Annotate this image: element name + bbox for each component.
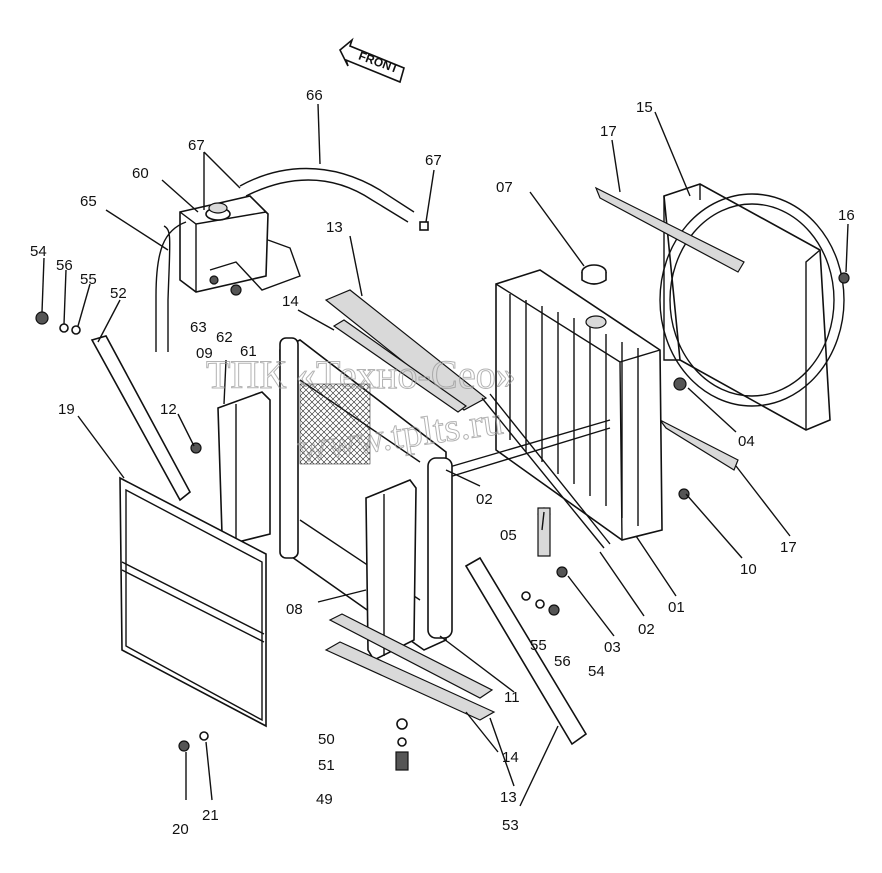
part-label: 14: [282, 293, 299, 310]
part-label: 05: [500, 527, 517, 544]
foam-seal-base: [324, 641, 496, 721]
washer-icon: [521, 591, 531, 601]
bolt-icon: [209, 275, 219, 285]
part-label: 02: [476, 491, 493, 508]
part-label: 19: [58, 401, 75, 418]
foam-seal-lower: [328, 613, 494, 699]
part-label: 54: [30, 243, 47, 260]
part-label: 65: [80, 193, 97, 210]
part-label: 08: [286, 601, 303, 618]
bolt-icon: [230, 284, 242, 296]
part-label: 15: [636, 99, 653, 116]
part-label: 17: [600, 123, 617, 140]
part-label: 61: [240, 343, 257, 360]
foam-seal-strip: [332, 319, 468, 413]
part-label: 07: [496, 179, 513, 196]
stay-rod-2: [481, 393, 611, 549]
drain-hose: [537, 507, 551, 557]
part-label: 02: [638, 621, 655, 638]
part-label: 49: [316, 791, 333, 808]
reserve-tank: [179, 195, 269, 293]
leader-lines: [41, 103, 849, 807]
support-rod-upper: [90, 335, 192, 502]
part-label: 11: [504, 689, 520, 706]
part-label: 56: [554, 653, 571, 670]
radiator-core: [495, 269, 663, 541]
washer-icon: [59, 323, 69, 333]
part-label: 21: [202, 807, 219, 824]
part-label: 55: [80, 271, 97, 288]
part-label: 13: [500, 789, 517, 806]
part-label: 67: [188, 137, 205, 154]
watermark-line1: ТПК «Техно-Сео»: [206, 352, 516, 397]
part-label: 20: [172, 821, 189, 838]
part-label: 01: [668, 599, 685, 616]
bolt-icon: [838, 272, 850, 284]
fan-shroud: [659, 183, 845, 431]
lockwasher-icon: [535, 599, 545, 609]
part-label: 50: [318, 731, 335, 748]
return-hose: [239, 167, 415, 223]
bolt-icon: [556, 566, 568, 578]
bolt-icon: [178, 740, 190, 752]
part-label: 12: [160, 401, 177, 418]
tank-bracket: [209, 239, 301, 291]
part-label: 63: [190, 319, 207, 336]
lockwasher-icon: [397, 737, 407, 747]
stay-rod: [445, 419, 611, 479]
part-label: 66: [306, 87, 323, 104]
front-arrow-icon: [339, 37, 405, 84]
overflow-hose: [155, 221, 187, 352]
part-label: 14: [502, 749, 519, 766]
seal-lower: [659, 419, 739, 471]
part-label: 55: [530, 637, 547, 654]
side-bracket-left: [217, 391, 271, 545]
part-label: 51: [318, 757, 335, 774]
part-label: 54: [588, 663, 605, 680]
part-label: 04: [738, 433, 755, 450]
bolt-icon: [395, 751, 409, 771]
part-label: 09: [196, 345, 213, 362]
lockwasher-icon: [71, 325, 81, 335]
part-label: 60: [132, 165, 149, 182]
front-screen: [119, 476, 267, 728]
washer-icon: [396, 718, 408, 730]
radiator-cap: [581, 264, 607, 285]
washer-icon: [199, 731, 209, 741]
support-rod-lower: [464, 556, 588, 746]
part-label: 67: [425, 152, 442, 169]
bolt-icon: [35, 311, 49, 325]
side-bracket-right: [365, 479, 417, 662]
part-label: 03: [604, 639, 621, 656]
part-label: 62: [216, 329, 233, 346]
part-label: 56: [56, 257, 73, 274]
part-label: 17: [780, 539, 797, 556]
hose-clamp: [419, 221, 429, 231]
drain-plug-icon: [673, 377, 687, 391]
part-label: 16: [838, 207, 855, 224]
part-label: 10: [740, 561, 757, 578]
bolt-icon: [548, 604, 560, 616]
seal-upper: [594, 186, 745, 273]
part-label: 52: [110, 285, 127, 302]
part-label: 53: [502, 817, 519, 834]
bolt-icon: [678, 488, 690, 500]
part-label: 13: [326, 219, 343, 236]
